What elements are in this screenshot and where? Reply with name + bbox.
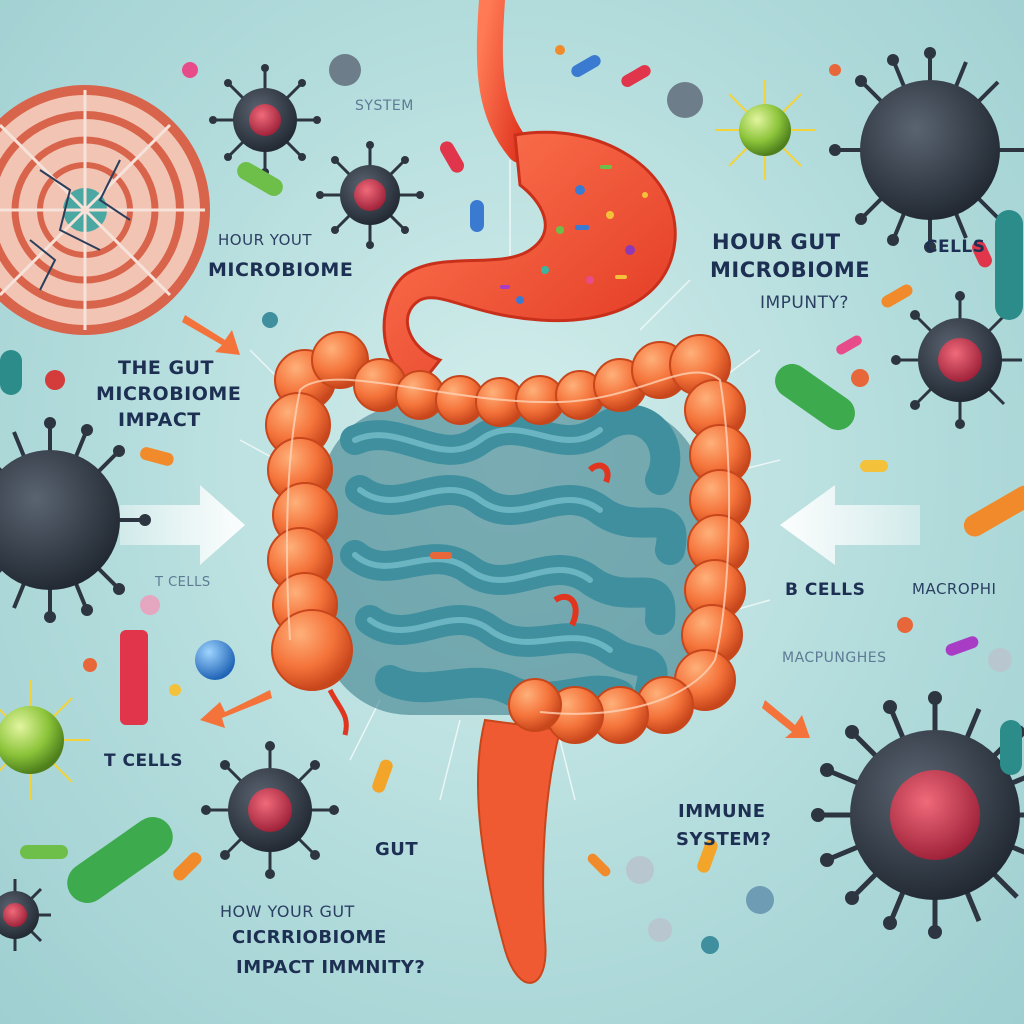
small-intestine: [320, 404, 705, 715]
right-arrow-icon: [120, 485, 245, 565]
label-gut: GUT: [375, 839, 419, 860]
green-cell-icon: [0, 680, 90, 800]
virus-icon: [201, 741, 339, 879]
virus-icon: [891, 291, 1022, 429]
left-arrow-icon: [780, 485, 920, 565]
label-b-cells: B CELLS: [785, 580, 866, 600]
label-macpunghes: MACPUNGHES: [782, 650, 887, 666]
label-t-cells-faint: T CELLS: [155, 575, 211, 590]
virus-icon: [829, 47, 1024, 253]
label-microbiome-impact-2: IMPACT: [118, 409, 201, 431]
green-cell-icon: [715, 80, 815, 180]
label-microbiome-impact-1: MICROBIOME: [96, 383, 242, 405]
virus-icon: [0, 417, 151, 623]
label-impact-immunity: IMPACT IMMNITY?: [236, 957, 426, 978]
label-system-q: SYSTEM?: [676, 829, 772, 850]
label-hour-gut: HOUR GUT: [712, 230, 841, 254]
label-macrophi: MACROPHI: [912, 580, 997, 598]
virus-icon: [811, 691, 1024, 939]
label-microbiome-left: MICROBIOME: [208, 259, 354, 281]
label-microbiome-right: MICROBIOME: [710, 258, 871, 282]
label-cells: CELLS: [925, 237, 986, 257]
virus-icon: [209, 64, 321, 176]
colon-taenia-line: [286, 371, 731, 715]
microbes: [45, 45, 1012, 954]
label-t-cells: T CELLS: [104, 751, 184, 771]
label-system-top: SYSTEM: [355, 98, 414, 114]
orange-arrows: [182, 315, 810, 738]
bacteria: [0, 55, 1024, 903]
label-hour-yout: HOUR YOUT: [218, 231, 313, 249]
stomach: [382, 130, 677, 387]
label-how-your-gut: HOW YOUR GUT: [220, 902, 355, 921]
label-immune: IMMUNE: [678, 801, 766, 822]
large-intestine: [265, 331, 751, 984]
esophagus: [476, 0, 533, 163]
label-impunty: IMPUNTY?: [760, 293, 849, 313]
cross-section-diagram: [0, 85, 210, 335]
label-the-gut: THE GUT: [118, 357, 214, 379]
label-cicrrobiome: CICRRIOBIOME: [232, 927, 387, 948]
virus-icon: [0, 879, 51, 951]
virus-icon: [316, 141, 424, 249]
